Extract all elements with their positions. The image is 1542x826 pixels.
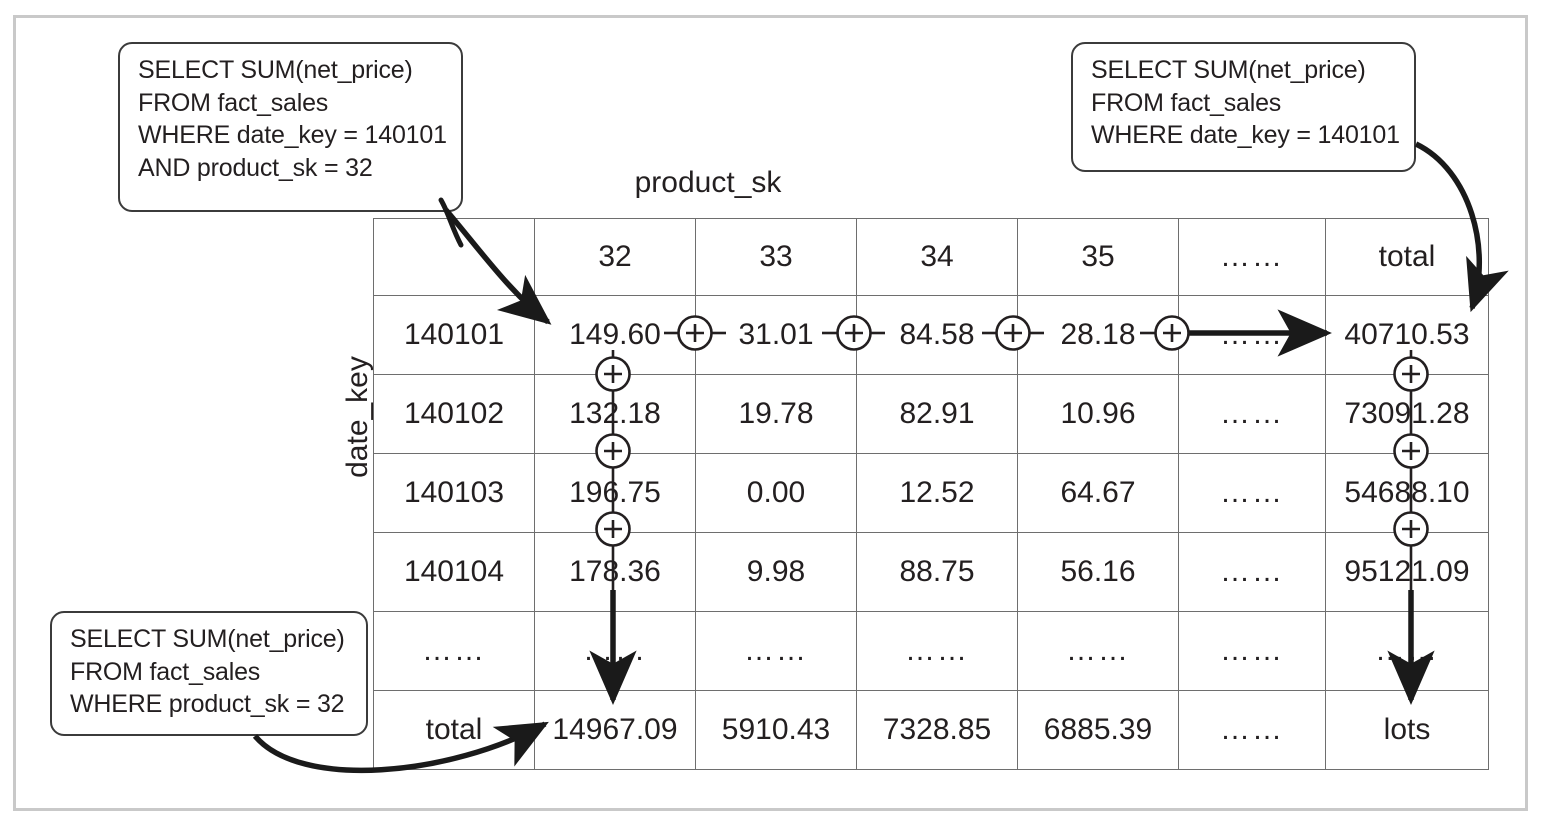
sql-line: SELECT SUM(net_price) <box>70 625 345 653</box>
cell-total-35: 6885.39 <box>1017 690 1179 770</box>
cell-ellipsis-ellipsis: …… <box>1178 611 1326 691</box>
row-header-140101: 140101 <box>373 295 535 375</box>
cell-140104-total: 95121.09 <box>1325 532 1489 612</box>
cell-total-34: 7328.85 <box>856 690 1018 770</box>
table-row: 140101 149.60 31.01 84.58 28.18 …… 40710… <box>373 295 1489 375</box>
cell-140103-32: 196.75 <box>534 453 696 533</box>
cell-140102-total: 73091.28 <box>1325 374 1489 454</box>
cell-140102-34: 82.91 <box>856 374 1018 454</box>
cell-140101-33: 31.01 <box>695 295 857 375</box>
cell-ellipsis-35: …… <box>1017 611 1179 691</box>
cell-140101-34: 84.58 <box>856 295 1018 375</box>
column-axis-label: product_sk <box>634 166 782 199</box>
sql-callout-column-total: SELECT SUM(net_price) FROM fact_sales WH… <box>50 611 368 736</box>
cell-140104-33: 9.98 <box>695 532 857 612</box>
cell-140104-ellipsis: …… <box>1178 532 1326 612</box>
row-axis-label: date_key <box>341 356 374 478</box>
sql-line: AND product_sk = 32 <box>138 153 373 182</box>
row-header-140102: 140102 <box>373 374 535 454</box>
corner-cell <box>373 218 535 296</box>
sql-line: FROM fact_sales <box>1091 88 1282 117</box>
table-row: 140104 178.36 9.98 88.75 56.16 …… 95121.… <box>373 532 1489 612</box>
cell-140103-33: 0.00 <box>695 453 857 533</box>
cell-140103-total: 54688.10 <box>1325 453 1489 533</box>
sql-line: WHERE date_key = 140101 <box>138 121 447 149</box>
table-row: total 14967.09 5910.43 7328.85 6885.39 …… <box>373 690 1489 770</box>
cross-tab-table: 32 33 34 35 …… total 140101 149.60 31.01… <box>373 218 1489 770</box>
cell-total-ellipsis: …… <box>1178 690 1326 770</box>
cell-ellipsis-34: …… <box>856 611 1018 691</box>
sql-line: FROM fact_sales <box>138 88 329 117</box>
sql-line: SELECT SUM(net_price) <box>138 56 413 84</box>
sql-callout-row-total: SELECT SUM(net_price) FROM fact_sales WH… <box>1071 42 1416 172</box>
column-header-34: 34 <box>856 218 1018 296</box>
row-header-140104: 140104 <box>373 532 535 612</box>
cell-140101-35: 28.18 <box>1017 295 1179 375</box>
cell-140103-34: 12.52 <box>856 453 1018 533</box>
cell-140102-ellipsis: …… <box>1178 374 1326 454</box>
cell-total-32: 14967.09 <box>534 690 696 770</box>
sql-line: WHERE date_key = 140101 <box>1091 121 1400 149</box>
row-header-140103: 140103 <box>373 453 535 533</box>
cell-140102-33: 19.78 <box>695 374 857 454</box>
table-row: 140103 196.75 0.00 12.52 64.67 …… 54688.… <box>373 453 1489 533</box>
cell-ellipsis-32: …… <box>534 611 696 691</box>
sql-line: FROM fact_sales <box>70 657 261 686</box>
cell-total-33: 5910.43 <box>695 690 857 770</box>
cell-total-grand: lots <box>1325 690 1489 770</box>
column-header-ellipsis: …… <box>1178 218 1326 296</box>
cell-140103-35: 64.67 <box>1017 453 1179 533</box>
sql-line: SELECT SUM(net_price) <box>1091 56 1366 84</box>
column-header-total: total <box>1325 218 1489 296</box>
cell-140104-35: 56.16 <box>1017 532 1179 612</box>
cell-140101-ellipsis: …… <box>1178 295 1326 375</box>
row-header-ellipsis: …… <box>373 611 535 691</box>
table-header-row: 32 33 34 35 …… total <box>373 218 1489 296</box>
sql-callout-cell: SELECT SUM(net_price) FROM fact_sales WH… <box>118 42 463 212</box>
column-header-35: 35 <box>1017 218 1179 296</box>
cell-ellipsis-33: …… <box>695 611 857 691</box>
table-row: …… …… …… …… …… …… …… <box>373 611 1489 691</box>
cell-140104-34: 88.75 <box>856 532 1018 612</box>
row-header-total: total <box>373 690 535 770</box>
cell-140101-total: 40710.53 <box>1325 295 1489 375</box>
cell-140102-32: 132.18 <box>534 374 696 454</box>
column-header-33: 33 <box>695 218 857 296</box>
cell-140103-ellipsis: …… <box>1178 453 1326 533</box>
cell-140104-32: 178.36 <box>534 532 696 612</box>
sql-line: WHERE product_sk = 32 <box>70 690 345 718</box>
cell-140102-35: 10.96 <box>1017 374 1179 454</box>
cell-140101-32: 149.60 <box>534 295 696 375</box>
table-row: 140102 132.18 19.78 82.91 10.96 …… 73091… <box>373 374 1489 454</box>
column-header-32: 32 <box>534 218 696 296</box>
cell-ellipsis-total: …… <box>1325 611 1489 691</box>
